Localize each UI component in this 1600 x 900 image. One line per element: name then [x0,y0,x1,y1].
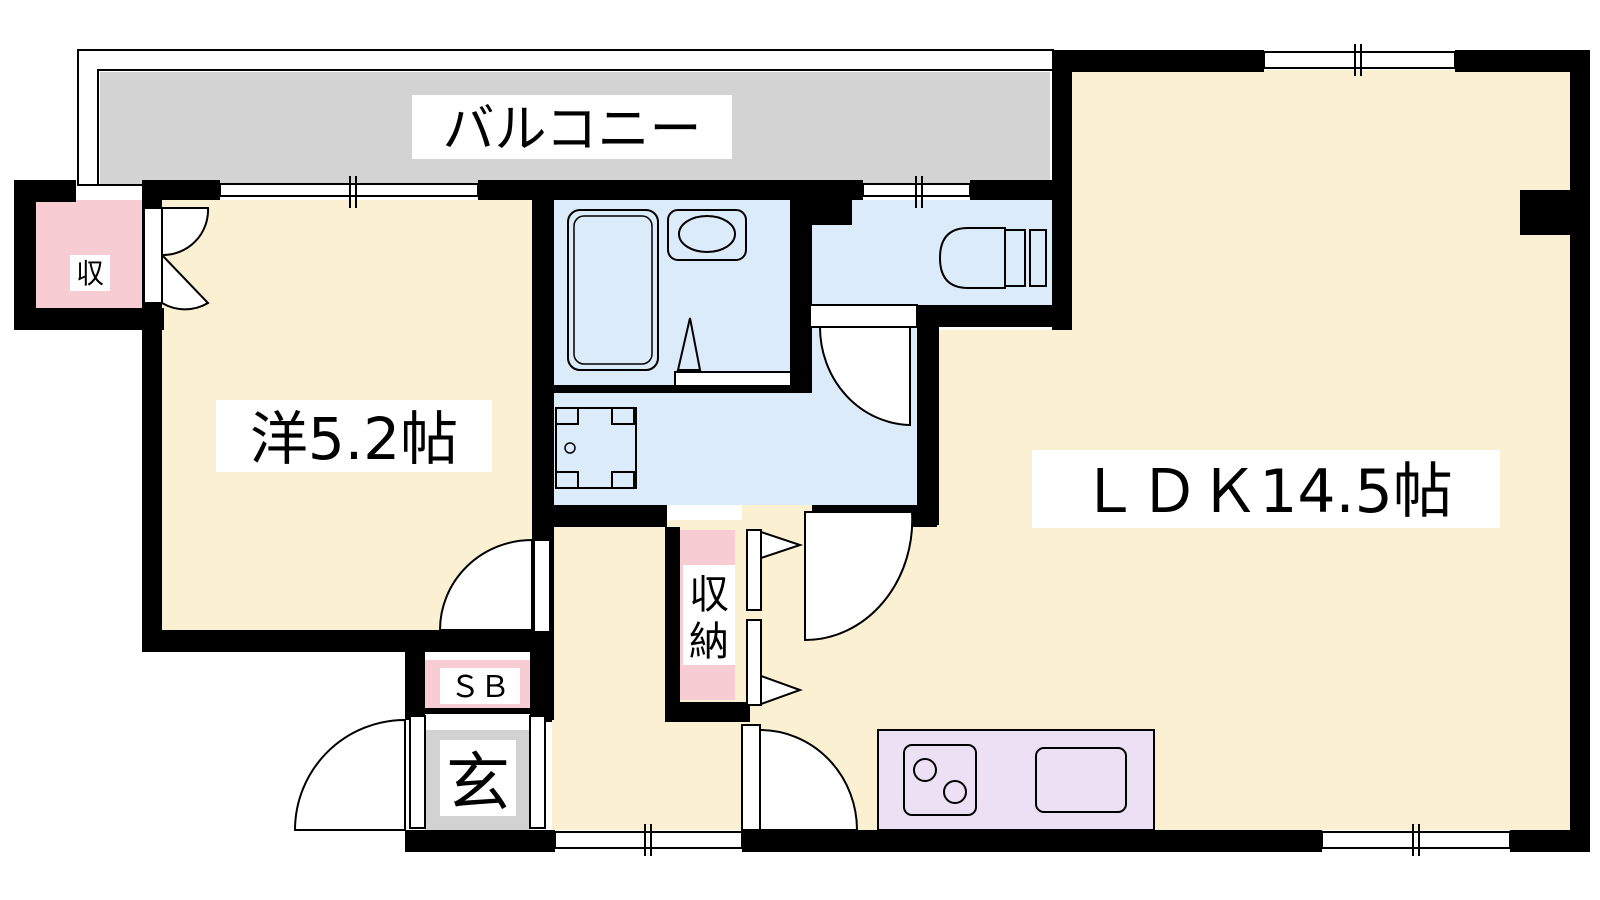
washing-machine-foot [611,407,635,425]
western-room-label: 洋5.2帖 [250,405,458,473]
storage-nouka-label-bg [683,565,735,665]
washing-machine-icon [555,407,637,489]
drain-icon [564,442,576,454]
burner-icon [943,780,967,804]
ldk-label: ＬＤＫ14.5帖 [1079,457,1453,527]
burner-icon [913,758,937,782]
wash-basin-icon [667,209,747,261]
shower-icon [676,317,702,371]
washing-machine-foot [555,407,579,425]
storage-small-label-bg [70,255,110,291]
bath-floor [552,200,792,385]
western-label-bg [216,400,492,472]
toilet-tank-icon [1004,229,1026,287]
storage-nouka-label-1: 収 [689,572,729,618]
entrance-label: 玄 [446,747,510,821]
storage-nouka-label-2: 納 [689,619,729,665]
door-jambs [409,304,918,831]
washing-machine-foot [611,471,635,489]
walls [14,50,1590,852]
shoe-box-label: ＳＢ [450,670,510,705]
sink-icon [1035,747,1127,813]
balcony-label: バルコニー [443,100,702,160]
shoe-box-label-bg [440,668,520,704]
storage-small-label: 収 [76,257,104,290]
stove-icon [903,744,977,816]
storage-small-floor [36,200,144,308]
toilet-tank-icon [1029,229,1047,287]
window-ticks [349,44,1420,856]
doors [143,207,914,831]
ldk-label-bg [1032,450,1500,528]
wash-basin-bowl-icon [678,215,736,253]
bathtub-icon [567,209,659,371]
balcony-label-bg [412,95,732,159]
washing-machine-foot [555,471,579,489]
entrance-label-bg [440,740,516,816]
toilet-icon [938,227,1006,289]
bathtub-inner-icon [573,215,653,365]
